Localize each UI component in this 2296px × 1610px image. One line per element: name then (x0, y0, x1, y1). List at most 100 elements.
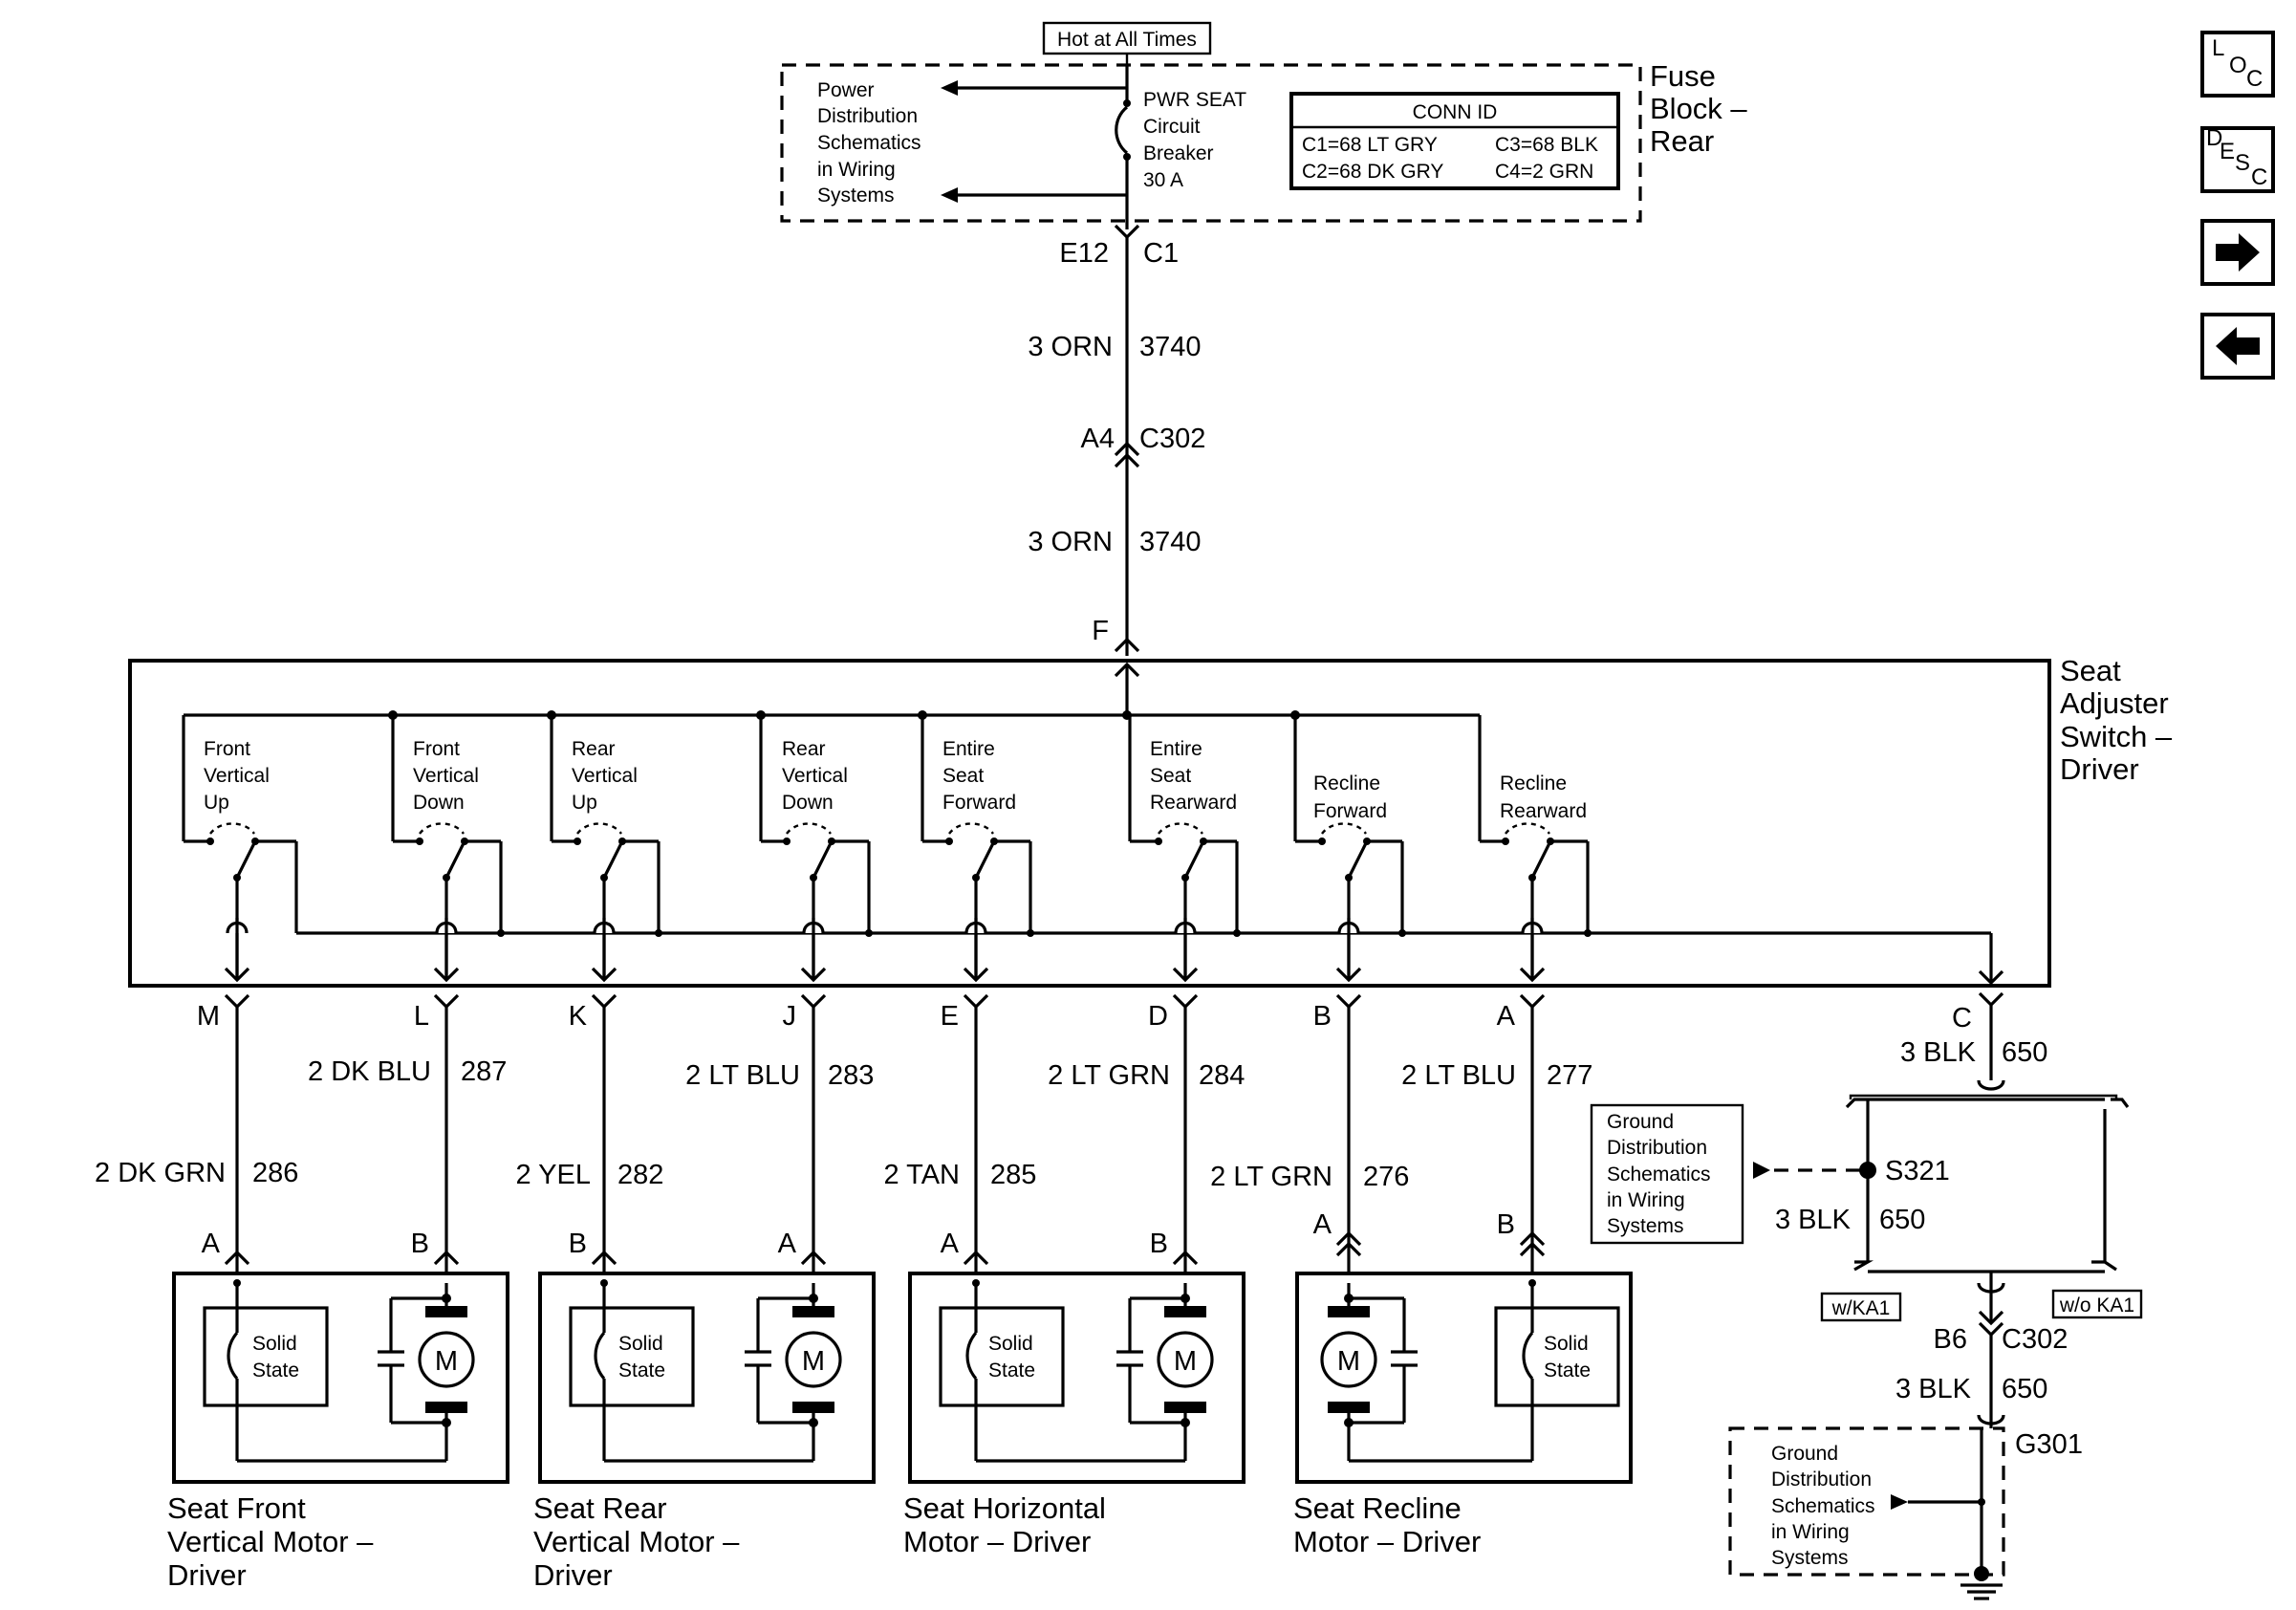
svg-text:Systems: Systems (1771, 1547, 1849, 1569)
conn-id-table (1289, 92, 1620, 190)
svg-text:Schematics: Schematics (1771, 1495, 1875, 1517)
connector-arrow-icon (591, 1250, 617, 1266)
svg-text:O: O (2229, 53, 2247, 78)
switch-contact-7 (1295, 822, 1406, 983)
svg-text:L: L (2212, 35, 2224, 61)
switch-pin-K: K (569, 1001, 588, 1032)
motor-housing (538, 1272, 876, 1484)
splice-s321 (1859, 1162, 1876, 1179)
svg-text:Rear: Rear (572, 738, 616, 760)
svg-text:Vertical: Vertical (413, 765, 479, 787)
loc-button[interactable]: L O C (2200, 31, 2275, 98)
ground-wire-color-1: 3 BLK (1900, 1037, 1977, 1068)
switch-pin-L: L (414, 1001, 429, 1032)
ground-distribution-ref-2: Ground Distribution Schematics in Wiring… (1771, 1443, 1875, 1569)
conn-c302-top: C302 (1139, 424, 1205, 454)
ground-wire-circuit-1: 650 (2002, 1037, 2047, 1068)
without-ka1-label: w/o KA1 (2059, 1295, 2134, 1316)
svg-text:Up: Up (204, 792, 229, 814)
fuse-block-title-1: Fuse (1650, 59, 1716, 93)
wire-3740-color-top: 3 ORN (1028, 332, 1113, 362)
motor-symbol-icon: M (1320, 1283, 1418, 1461)
wire-3740-color-bottom: 3 ORN (1028, 527, 1113, 557)
svg-text:Forward: Forward (1313, 800, 1387, 822)
svg-text:Down: Down (782, 792, 834, 814)
svg-text:Schematics: Schematics (1607, 1164, 1711, 1186)
switch-entire-seat-forward-label: Entire Seat Forward (942, 738, 1016, 814)
motor-pin-B: B (411, 1229, 429, 1259)
with-ka1-badge (1820, 1292, 1902, 1322)
ground-g301-outline (1728, 1426, 2005, 1577)
motor-pin-A: A (778, 1229, 797, 1259)
svg-text:M: M (802, 1346, 825, 1377)
arrow-right-icon (1891, 1494, 1908, 1510)
switch-contact-6 (1130, 822, 1241, 983)
wire-circuit-282: 282 (617, 1160, 663, 1190)
connector-arrow-icon (1519, 993, 1546, 1010)
motor-housing (172, 1272, 509, 1484)
switch-recline-forward-label: Recline Forward (1313, 772, 1387, 822)
conn-id-c4: C4=2 GRN (1495, 161, 1593, 183)
wire-circuit-287: 287 (461, 1056, 507, 1087)
svg-text:Schematics: Schematics (817, 132, 921, 154)
pin-b6: B6 (1934, 1324, 1967, 1355)
motor-pin-B: B (1497, 1209, 1515, 1240)
motor-housing (908, 1272, 1245, 1484)
connector-arrow-icon (800, 993, 827, 1010)
prev-button[interactable] (2200, 313, 2275, 380)
switch-entire-seat-rearward-label: Entire Seat Rearward (1150, 738, 1237, 814)
svg-text:Vertical: Vertical (204, 765, 270, 787)
svg-text:Distribution: Distribution (817, 105, 918, 127)
svg-text:State: State (252, 1360, 299, 1382)
connector-arrow-icon (1172, 993, 1199, 1010)
ground-symbol-icon (1960, 1583, 2003, 1600)
connector-arrow-icon (1335, 993, 1362, 1010)
wire-circuit-284: 284 (1199, 1060, 1245, 1091)
seat-adjuster-switch (128, 659, 2051, 988)
ground-distribution-ref: Ground Distribution Schematics in Wiring… (1607, 1111, 1711, 1237)
switch-contact-4 (761, 822, 873, 983)
next-button[interactable] (2200, 219, 2275, 286)
pin-c: C (1952, 1003, 1972, 1033)
wire-color-285: 2 TAN (883, 1160, 960, 1190)
conn-id-c3: C3=68 BLK (1495, 134, 1598, 156)
motor-pin-A: A (202, 1229, 221, 1259)
svg-text:State: State (988, 1360, 1035, 1382)
arrow-left-icon (2216, 327, 2260, 365)
motor-name-line: Driver (167, 1558, 247, 1592)
motor-name-line: Motor – Driver (903, 1525, 1091, 1558)
svg-text:Up: Up (572, 792, 597, 814)
conn-id-c2: C2=68 DK GRY (1302, 161, 1443, 183)
svg-text:Solid: Solid (252, 1333, 297, 1355)
wire-color-287: 2 DK BLU (308, 1056, 431, 1087)
svg-text:Recline: Recline (1313, 772, 1380, 794)
arrow-left-icon (941, 187, 958, 203)
svg-text:C: C (2246, 66, 2263, 92)
svg-text:Breaker: Breaker (1143, 142, 1214, 164)
wire-circuit-283: 283 (828, 1060, 874, 1091)
ground-wire-color-3: 3 BLK (1895, 1374, 1972, 1404)
svg-text:Seat: Seat (2060, 654, 2121, 687)
desc-button[interactable]: D E S C (2200, 125, 2275, 193)
svg-text:30 A: 30 A (1143, 169, 1183, 191)
svg-text:M: M (1337, 1346, 1360, 1377)
svg-text:Rearward: Rearward (1500, 800, 1587, 822)
svg-text:Front: Front (204, 738, 250, 760)
svg-text:E: E (2220, 139, 2235, 164)
svg-text:State: State (618, 1360, 665, 1382)
motor-pin-A: A (941, 1229, 960, 1259)
svg-text:Front: Front (413, 738, 460, 760)
wire-color-286: 2 DK GRN (95, 1158, 226, 1188)
svg-text:Systems: Systems (817, 185, 895, 207)
conn-id-header: CONN ID (1413, 101, 1498, 123)
connector-arrow-icon (963, 1250, 989, 1266)
svg-text:Recline: Recline (1500, 772, 1567, 794)
connector-arrow-icon (433, 1250, 460, 1266)
svg-text:in Wiring: in Wiring (1771, 1521, 1850, 1543)
